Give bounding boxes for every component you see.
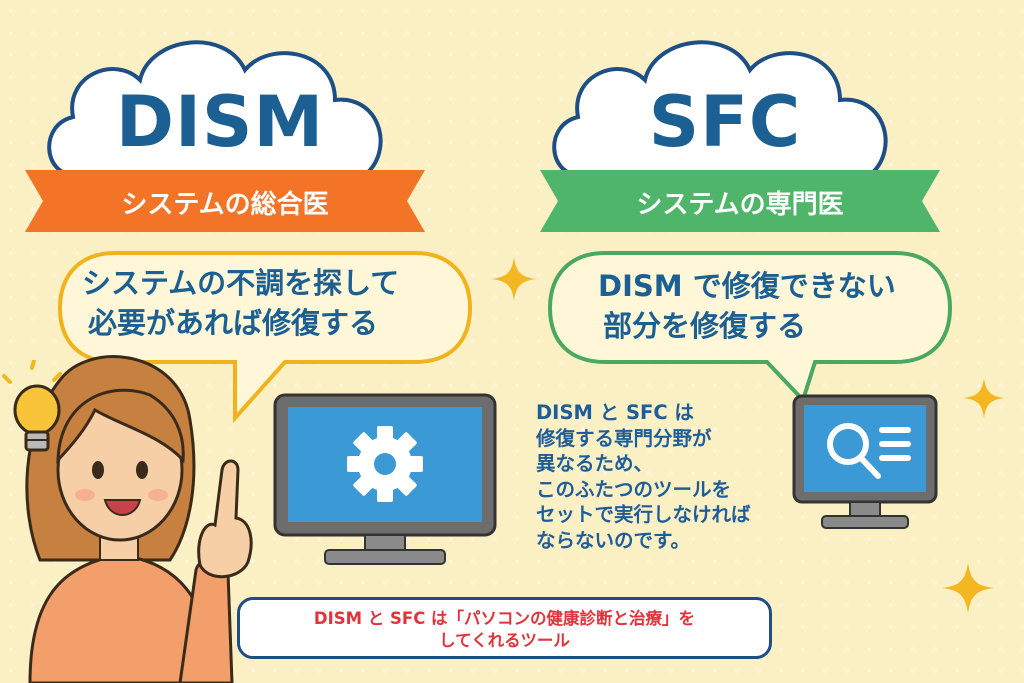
explanation-note: DISM と SFC は 修復する専門分野が 異なるため、 このふたつのツールを… [536, 400, 806, 553]
sfc-bubble-line1: DISM で修復できない [598, 269, 896, 303]
sfc-ribbon [540, 170, 940, 232]
sparkle-icon [492, 257, 536, 301]
dism-ribbon-label: システムの総合医 [121, 190, 329, 220]
sparkle-icon [942, 562, 994, 614]
note-line: セットで実行しなければ [536, 503, 751, 526]
dism-bubble-line2: 必要があれば修復する [88, 306, 379, 340]
sparkle-icon [963, 377, 1005, 419]
dism-ribbon [25, 170, 425, 232]
woman-illustration [25, 355, 253, 683]
dism-cloud-icon [47, 40, 383, 177]
sfc-speech-bubble [547, 251, 953, 404]
summary-line2: してくれるツール [439, 631, 570, 650]
sfc-title: SFC [648, 81, 802, 163]
gear-icon [347, 426, 423, 502]
sfc-cloud-icon [552, 40, 888, 177]
dism-speech-bubble [57, 251, 473, 424]
dism-title: DISM [115, 81, 325, 163]
sfc-bubble-line2: 部分を修復する [603, 309, 807, 343]
summary-box: DISM と SFC は「パソコンの健康診断と治療」を してくれるツール [237, 597, 772, 659]
dism-bubble-line1: システムの不調を探して [82, 266, 400, 300]
lightbulb-icon [2, 360, 62, 452]
note-line: DISM と SFC は [536, 401, 694, 424]
sfc-monitor-icon [792, 394, 938, 529]
note-line: 異なるため、 [536, 452, 654, 475]
search-list-icon [827, 423, 911, 479]
dism-monitor-icon [273, 393, 497, 565]
summary-line1: DISM と SFC は「パソコンの健康診断と治療」を [313, 609, 696, 628]
note-line: このふたつのツールを [536, 477, 732, 501]
note-line: 修復する専門分野が [536, 426, 712, 450]
note-line: ならないのです。 [536, 528, 691, 552]
sfc-ribbon-label: システムの専門医 [636, 190, 844, 220]
